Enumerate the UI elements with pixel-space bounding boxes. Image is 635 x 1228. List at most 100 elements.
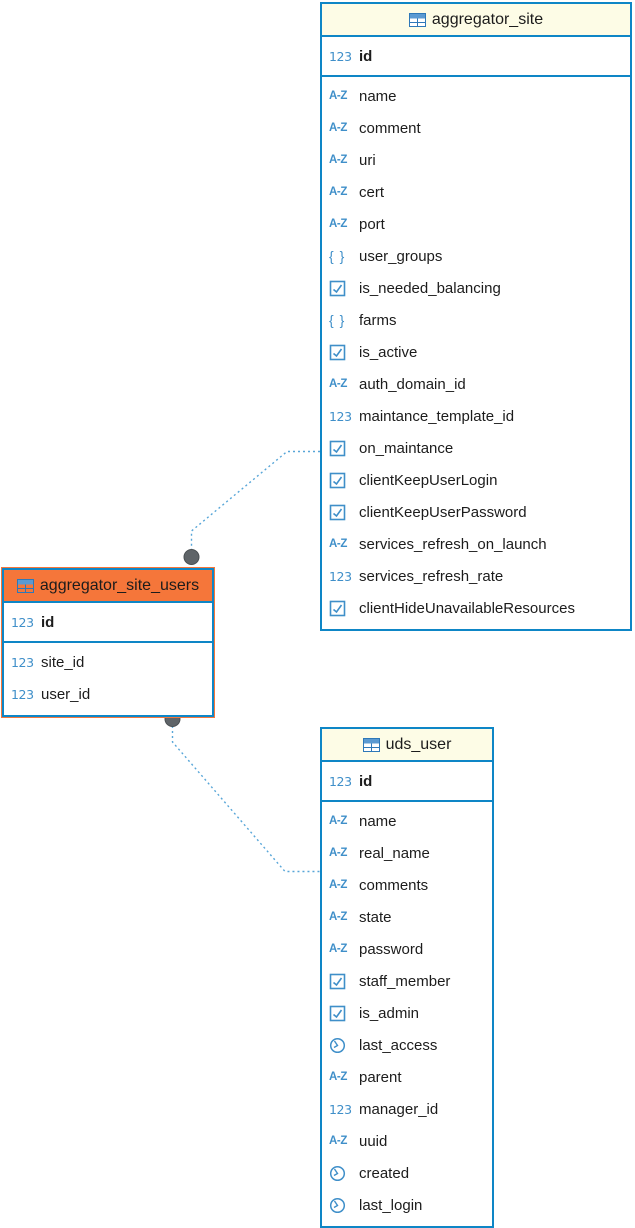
column-row[interactable]: A-Z real_name (322, 837, 492, 869)
column-name: maintance_template_id (359, 407, 515, 425)
boolean-type-icon (329, 1005, 351, 1022)
datetime-type-icon (329, 1037, 351, 1054)
column-name: last_access (359, 1036, 438, 1054)
text-type-icon: A-Z (329, 378, 347, 390)
text-type-icon: A-Z (329, 847, 347, 859)
column-name: is_needed_balancing (359, 279, 501, 297)
column-row[interactable]: on_maintance (322, 432, 630, 464)
column-name: uri (359, 151, 376, 169)
table-icon (362, 737, 380, 752)
column-name: created (359, 1164, 410, 1182)
boolean-type-icon (329, 344, 351, 361)
boolean-type-icon (329, 472, 351, 489)
column-name: comment (359, 119, 421, 137)
column-row[interactable]: clientHideUnavailableResources (322, 592, 630, 624)
column-row[interactable]: is_active (322, 336, 630, 368)
column-row[interactable]: A-Z services_refresh_on_launch (322, 528, 630, 560)
column-row[interactable]: clientKeepUserPassword (322, 496, 630, 528)
table-header[interactable]: aggregator_site_users (4, 570, 212, 603)
column-row[interactable]: 123 site_id (4, 646, 212, 678)
column-name: state (359, 908, 392, 926)
column-row[interactable]: { }user_groups (322, 240, 630, 272)
column-name: is_admin (359, 1004, 420, 1022)
text-type-icon: A-Z (329, 122, 347, 134)
numeric-type-icon: 123 (329, 1101, 352, 1117)
column-row[interactable]: clientKeepUserLogin (322, 464, 630, 496)
column-row[interactable]: A-Z comment (322, 112, 630, 144)
numeric-type-icon: 123 (11, 686, 34, 702)
column-row[interactable]: is_needed_balancing (322, 272, 630, 304)
column-row[interactable]: staff_member (322, 965, 492, 997)
datetime-type-icon (329, 1165, 351, 1182)
column-row[interactable]: { } farms (322, 304, 630, 336)
column-name: real_name (359, 844, 430, 862)
column-name: auth_domain_id (359, 375, 466, 393)
column-name: id (359, 772, 373, 790)
relation-line-site-users-to-uds-user[interactable] (171, 726, 321, 873)
column-name: farms (359, 311, 397, 329)
column-row[interactable]: last_access (322, 1029, 492, 1061)
table-title: aggregator_site (431, 10, 544, 28)
column-name: clientKeepUserLogin (359, 471, 498, 489)
column-row[interactable]: is_admin (322, 997, 492, 1029)
primary-key-row[interactable]: 123 id (322, 764, 492, 798)
column-name: manager_id (359, 1100, 439, 1118)
column-row[interactable]: A-Z uri (322, 144, 630, 176)
column-name: name (359, 812, 397, 830)
numeric-type-icon: 123 (329, 773, 352, 789)
boolean-type-icon (329, 504, 351, 521)
column-name: clientHideUnavailableResources (359, 599, 575, 617)
column-name: comments (359, 876, 429, 894)
text-type-icon: A-Z (329, 943, 347, 955)
text-type-icon: A-Z (329, 815, 347, 827)
column-row[interactable]: created (322, 1157, 492, 1189)
column-row[interactable]: last_login (322, 1189, 492, 1221)
column-name: on_maintance (359, 439, 454, 457)
column-row[interactable]: 123 manager_id (322, 1093, 492, 1125)
column-name: name (359, 87, 397, 105)
json-type-icon: { } (329, 312, 346, 328)
datetime-type-icon (329, 1197, 351, 1214)
column-row[interactable]: A-Z name (322, 805, 492, 837)
column-name: port (359, 215, 385, 233)
relation-line-site-users-to-site[interactable] (190, 450, 321, 551)
boolean-type-icon (329, 440, 351, 457)
table-header[interactable]: aggregator_site (322, 4, 630, 37)
column-row[interactable]: A-Z auth_domain_id (322, 368, 630, 400)
column-name: uuid (359, 1132, 388, 1150)
table-header[interactable]: uds_user (322, 729, 492, 762)
table-icon (408, 12, 426, 27)
numeric-type-icon: 123 (11, 654, 34, 670)
text-type-icon: A-Z (329, 154, 347, 166)
column-name: is_active (359, 343, 418, 361)
text-type-icon: A-Z (329, 538, 347, 550)
column-name: services_refresh_on_launch (359, 535, 547, 553)
boolean-type-icon (329, 600, 351, 617)
primary-key-section: 123 id (322, 762, 492, 802)
column-name: id (359, 47, 373, 65)
text-type-icon: A-Z (329, 1071, 347, 1083)
numeric-type-icon: 123 (11, 614, 34, 630)
column-name: site_id (41, 653, 85, 671)
